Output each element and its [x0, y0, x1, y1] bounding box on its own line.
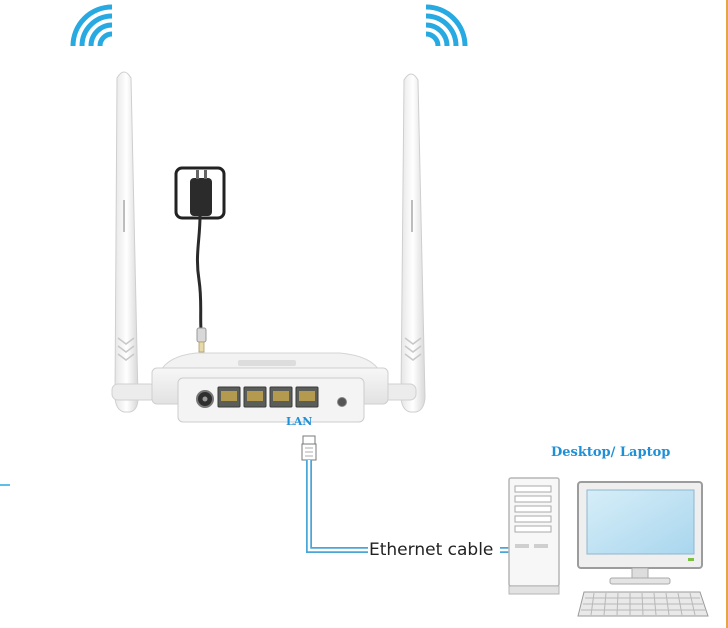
desktop-tower-icon: [508, 477, 560, 595]
keyboard-icon: [577, 591, 709, 617]
desktop-laptop-label: Desktop/ Laptop: [551, 445, 671, 460]
left-antenna: [111, 71, 157, 413]
wifi-signal-icon: [425, 4, 468, 47]
right-antenna: [371, 73, 426, 413]
router-icon: [151, 352, 389, 423]
power-adapter-icon: [174, 166, 226, 353]
wifi-signal-icon: [70, 4, 113, 47]
ethernet-plug-icon: [301, 435, 317, 461]
monitor-icon: [577, 481, 703, 585]
lan-ports: [217, 386, 319, 408]
lan-label: LAN: [286, 415, 313, 428]
ethernet-cable-label: Ethernet cable: [369, 540, 494, 560]
